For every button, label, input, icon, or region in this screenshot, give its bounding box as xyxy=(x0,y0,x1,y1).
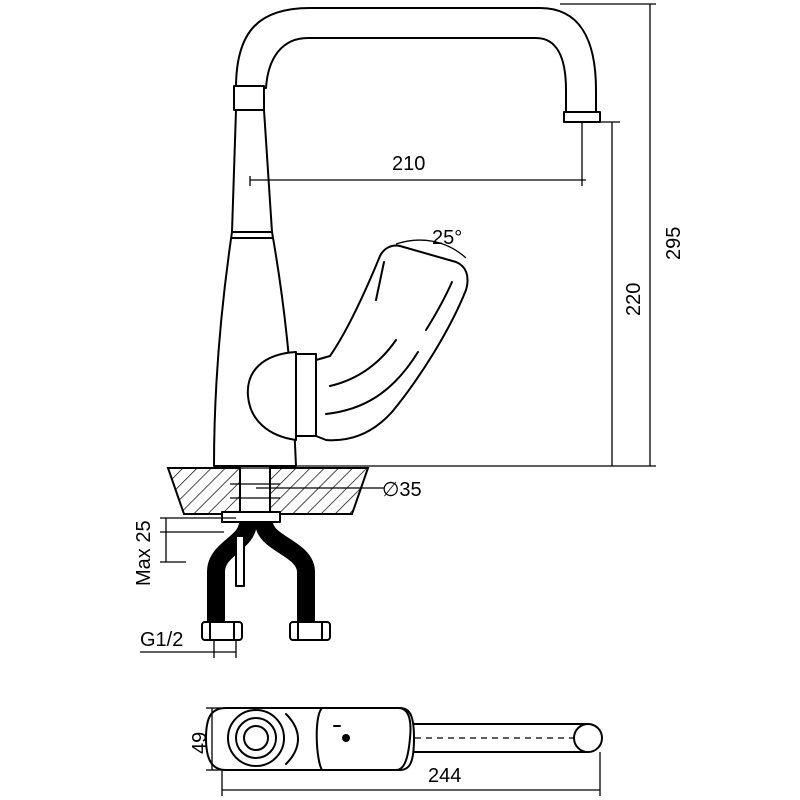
spout-end-plan xyxy=(573,723,603,753)
dim-lever-angle-label: 25° xyxy=(432,227,462,249)
cartridge-housing xyxy=(246,351,297,441)
countertop-left xyxy=(166,467,241,515)
dim-connection-label: G1/2 xyxy=(140,629,183,651)
hose-connector-right xyxy=(289,621,331,641)
dim-spout-height-label: 220 xyxy=(623,283,645,316)
lever-mount xyxy=(295,353,317,437)
side-view-dimensions xyxy=(140,3,656,658)
countertop-right xyxy=(269,467,370,515)
dim-max-thickness-label: Max 25 xyxy=(133,520,155,586)
dim-total-length-label: 244 xyxy=(428,765,461,787)
dim-base-width-label: 49 xyxy=(189,732,211,754)
aerator xyxy=(563,111,601,123)
faucet-top-view xyxy=(205,707,603,796)
upper-body xyxy=(231,109,273,233)
flexible-hoses xyxy=(201,520,331,641)
mounting-nut xyxy=(221,511,281,523)
spout xyxy=(235,7,597,115)
spout-collar xyxy=(233,85,265,111)
lever-handle xyxy=(315,244,469,442)
faucet-side-view xyxy=(213,7,601,467)
hose-connector-left xyxy=(201,621,243,641)
lever-plan xyxy=(315,707,412,771)
dim-reach-label: 210 xyxy=(392,153,425,175)
countertop-section xyxy=(166,467,370,523)
dim-total-height-label: 295 xyxy=(663,227,685,260)
dim-hole-diameter-label: ∅35 xyxy=(382,479,422,501)
